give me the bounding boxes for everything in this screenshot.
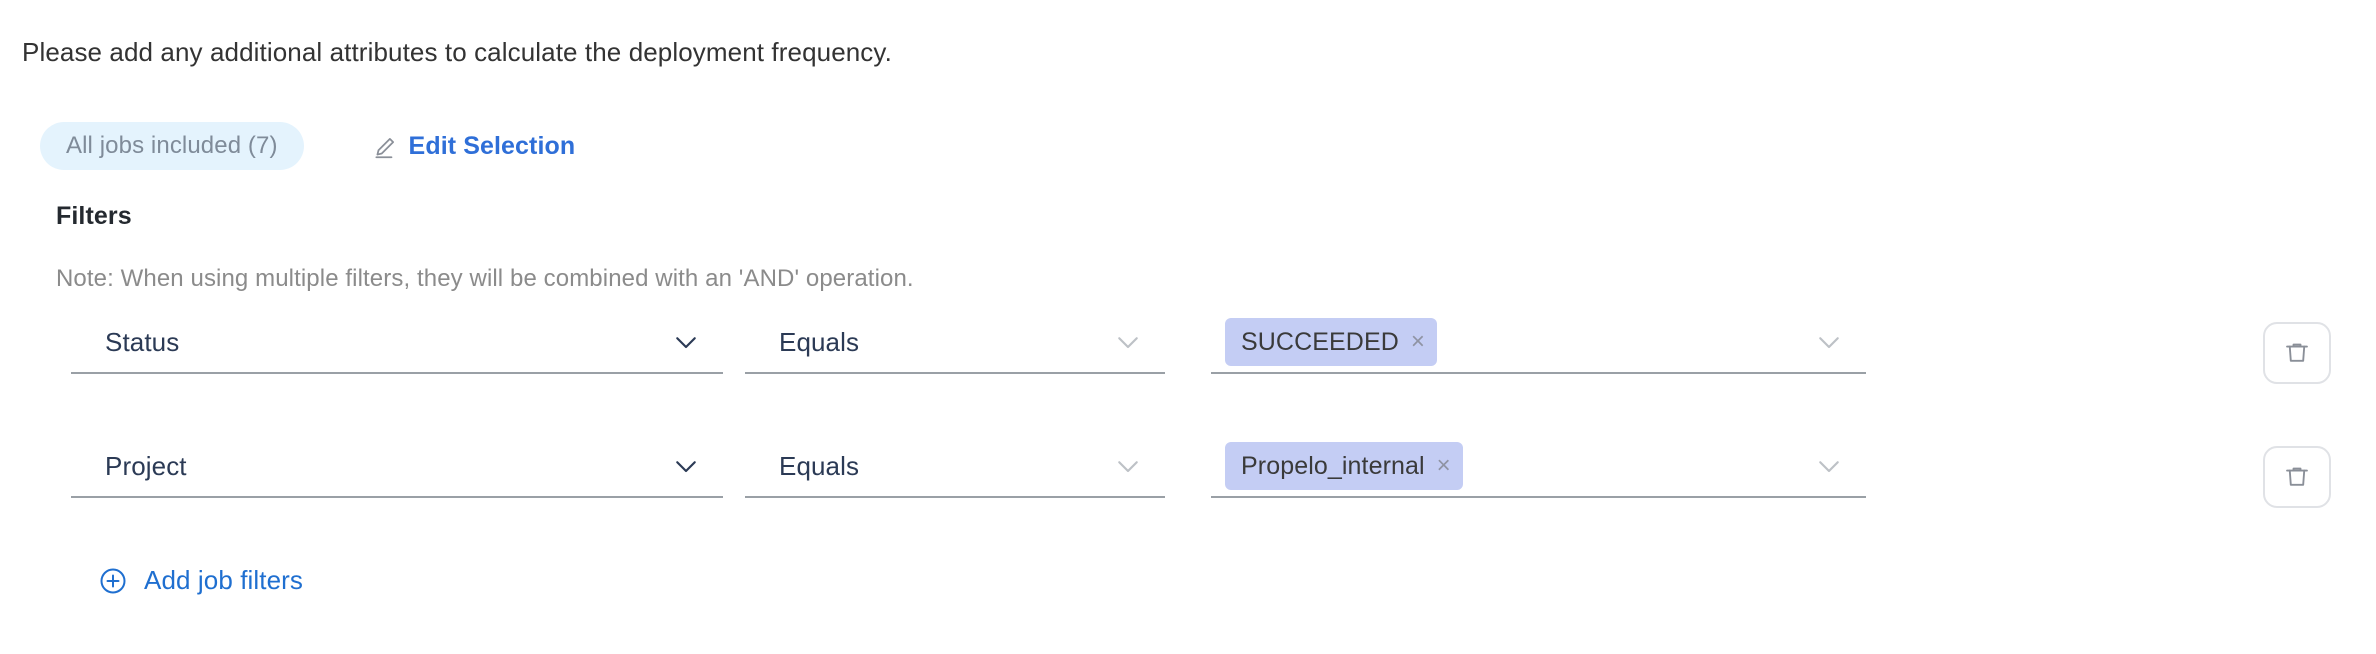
filter-operator-value: Equals [779,450,860,481]
intro-text: Please add any additional attributes to … [22,37,892,67]
chevron-down-icon [1814,327,1844,357]
filter-value-select[interactable]: Propelo_internal × [1211,436,1866,498]
job-selection-row: All jobs included (7) Edit Selection [40,122,575,170]
add-job-filters-button[interactable]: Add job filters [98,565,303,596]
edit-selection-link[interactable]: Edit Selection [372,132,576,161]
filter-value-chip[interactable]: Propelo_internal × [1225,442,1463,490]
filter-row: Project Equals Propelo_internal × [0,436,2376,514]
filter-attribute-value: Project [105,450,187,481]
trash-icon [2283,463,2311,491]
edit-selection-label: Edit Selection [408,131,576,160]
chevron-down-icon [1113,451,1143,481]
filter-operator-value: Equals [779,326,860,357]
add-job-filters-label: Add job filters [144,565,304,595]
filters-note: Note: When using multiple filters, they … [56,265,914,292]
chevron-down-icon [1814,451,1844,481]
chevron-down-icon [671,327,701,357]
filter-operator-select[interactable]: Equals [745,436,1165,498]
pencil-icon [372,134,398,160]
delete-filter-button[interactable] [2263,446,2331,508]
delete-filter-button[interactable] [2263,322,2331,384]
filter-value-chip-label: Propelo_internal [1241,451,1425,480]
filter-value-select[interactable]: SUCCEEDED × [1211,312,1866,374]
jobs-included-pill: All jobs included (7) [40,122,304,170]
filter-attribute-value: Status [105,326,180,357]
chevron-down-icon [671,451,701,481]
chevron-down-icon [1113,327,1143,357]
filter-operator-select[interactable]: Equals [745,312,1165,374]
plus-circle-icon [98,566,128,596]
filters-heading: Filters [56,202,132,230]
filter-row: Status Equals SUCCEEDED × [0,312,2376,390]
close-icon[interactable]: × [1436,452,1451,479]
filter-attribute-select[interactable]: Status [71,312,723,374]
filter-attribute-select[interactable]: Project [71,436,723,498]
trash-icon [2283,339,2311,367]
filter-value-chip[interactable]: SUCCEEDED × [1225,318,1437,366]
close-icon[interactable]: × [1410,328,1425,355]
filter-value-chip-label: SUCCEEDED [1241,327,1399,356]
